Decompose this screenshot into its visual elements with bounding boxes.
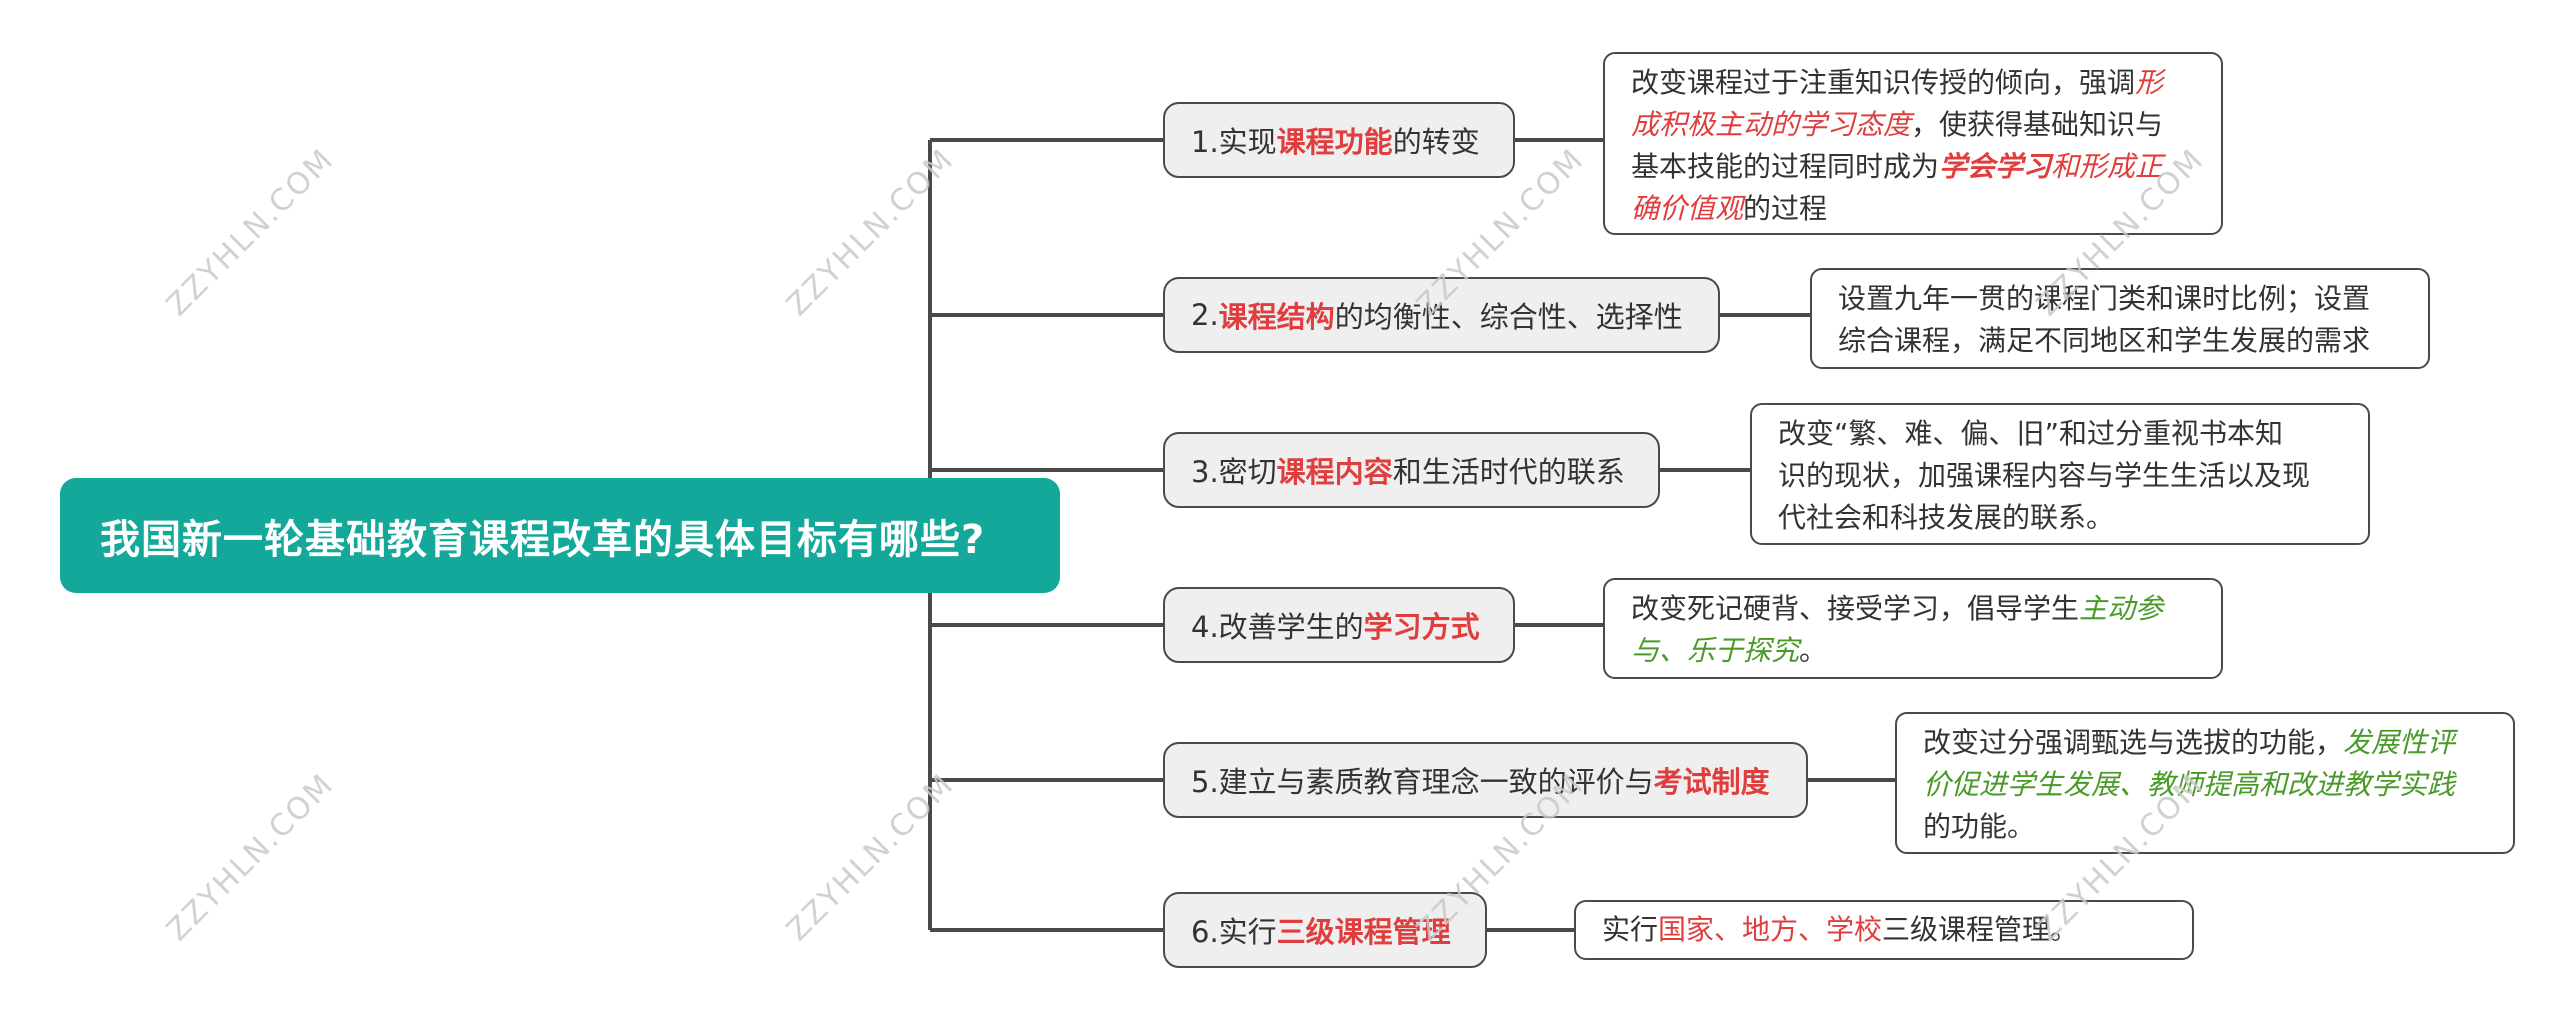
description-1-line-4: 确价值观的过程	[1631, 188, 2195, 230]
description-5[interactable]: 改变过分强调甄选与选拔的功能，发展性评 价促进学生发展、教师提高和改进教学实践 …	[1895, 712, 2515, 854]
description-2[interactable]: 设置九年一贯的课程门类和课时比例；设置 综合课程，满足不同地区和学生发展的需求	[1810, 268, 2430, 369]
branch-3-suffix: 和生活时代的联系	[1392, 455, 1625, 489]
branch-5-prefix: 5.建立与素质教育理念一致的评价与	[1191, 765, 1654, 799]
branch-2[interactable]: 2.课程结构的均衡性、综合性、选择性	[1163, 277, 1720, 353]
branch-4[interactable]: 4.改善学生的学习方式	[1163, 587, 1515, 663]
description-3-line-2: 识的现状，加强课程内容与学生生活以及现	[1778, 459, 2311, 492]
description-3-line-3: 代社会和科技发展的联系。	[1778, 501, 2115, 534]
central-topic-label: 我国新一轮基础教育课程改革的具体目标有哪些?	[100, 516, 986, 563]
branch-6-prefix: 6.实行	[1191, 915, 1277, 949]
d6-emphasis: 国家、地方、学校	[1658, 913, 1883, 946]
branch-2-suffix: 的均衡性、综合性、选择性	[1334, 300, 1683, 334]
description-3-line-1: 改变“繁、难、偏、旧”和过分重视书本知	[1778, 417, 2284, 450]
description-2-line-2: 综合课程，满足不同地区和学生发展的需求	[1838, 324, 2371, 357]
d4-text: 改变死记硬背、接受学习，倡导学生	[1631, 592, 2080, 625]
branch-5[interactable]: 5.建立与素质教育理念一致的评价与考试制度	[1163, 742, 1808, 818]
branch-3-prefix: 3.密切	[1191, 455, 1277, 489]
description-4-line-2: 与、乐于探究。	[1631, 630, 2195, 672]
branch-3-highlight: 课程内容	[1276, 455, 1393, 489]
d1-emphasis: 和形成正	[2051, 150, 2164, 183]
branch-3[interactable]: 3.密切课程内容和生活时代的联系	[1163, 432, 1660, 508]
description-5-line-3: 的功能。	[1923, 810, 2036, 843]
description-6-line-1: 实行国家、地方、学校三级课程管理。	[1602, 909, 2166, 951]
branch-1-suffix: 的转变	[1392, 125, 1480, 159]
description-5-line-2: 价促进学生发展、教师提高和改进教学实践	[1923, 768, 2456, 801]
branch-6[interactable]: 6.实行三级课程管理	[1163, 892, 1487, 968]
d1-text: 的过程	[1743, 192, 1828, 225]
d4-emphasis: 与、乐于探究	[1631, 634, 1800, 667]
branch-1[interactable]: 1.实现课程功能的转变	[1163, 102, 1515, 178]
description-1-line-3: 基本技能的过程同时成为学会学习和形成正	[1631, 146, 2195, 188]
d1-text: 基本技能的过程同时成为	[1631, 150, 1940, 183]
d6-text: 实行	[1602, 913, 1659, 946]
branch-4-prefix: 4.改善学生的	[1191, 610, 1364, 644]
d4-text: 。	[1799, 634, 1828, 667]
description-3[interactable]: 改变“繁、难、偏、旧”和过分重视书本知 识的现状，加强课程内容与学生生活以及现 …	[1750, 403, 2370, 545]
description-2-line-1: 设置九年一贯的课程门类和课时比例；设置	[1838, 282, 2371, 315]
d4-emphasis: 主动参	[2079, 592, 2164, 625]
description-4[interactable]: 改变死记硬背、接受学习，倡导学生主动参 与、乐于探究。	[1603, 578, 2223, 679]
d5-emphasis: 发展性评	[2343, 726, 2456, 759]
description-1-line-1: 改变课程过于注重知识传授的倾向，强调形	[1631, 62, 2195, 104]
d1-emphasis: 成积极主动的学习态度	[1631, 108, 1912, 141]
d1-strong-emphasis: 学会学习	[1939, 150, 2052, 183]
description-4-line-1: 改变死记硬背、接受学习，倡导学生主动参	[1631, 588, 2195, 630]
branch-4-highlight: 学习方式	[1363, 610, 1480, 644]
branch-6-highlight: 三级课程管理	[1276, 915, 1451, 949]
branch-5-highlight: 考试制度	[1653, 765, 1770, 799]
d1-emphasis: 确价值观	[1631, 192, 1744, 225]
branch-2-prefix: 2.	[1191, 298, 1219, 332]
description-1-line-2: 成积极主动的学习态度，使获得基础知识与	[1631, 104, 2195, 146]
d1-text: 改变课程过于注重知识传授的倾向，强调	[1631, 66, 2136, 99]
d6-text: 三级课程管理。	[1882, 913, 2079, 946]
central-topic[interactable]: 我国新一轮基础教育课程改革的具体目标有哪些?	[60, 478, 1060, 593]
d1-text: ，使获得基础知识与	[1911, 108, 2164, 141]
branch-1-prefix: 1.实现	[1191, 125, 1277, 159]
d5-text: 改变过分强调甄选与选拔的功能，	[1923, 726, 2344, 759]
branch-2-highlight: 课程结构	[1218, 300, 1335, 334]
description-5-line-1: 改变过分强调甄选与选拔的功能，发展性评	[1923, 722, 2487, 764]
description-1[interactable]: 改变课程过于注重知识传授的倾向，强调形 成积极主动的学习态度，使获得基础知识与 …	[1603, 52, 2223, 235]
description-6[interactable]: 实行国家、地方、学校三级课程管理。	[1574, 900, 2194, 960]
d1-emphasis: 形	[2135, 66, 2164, 99]
branch-1-highlight: 课程功能	[1276, 125, 1393, 159]
